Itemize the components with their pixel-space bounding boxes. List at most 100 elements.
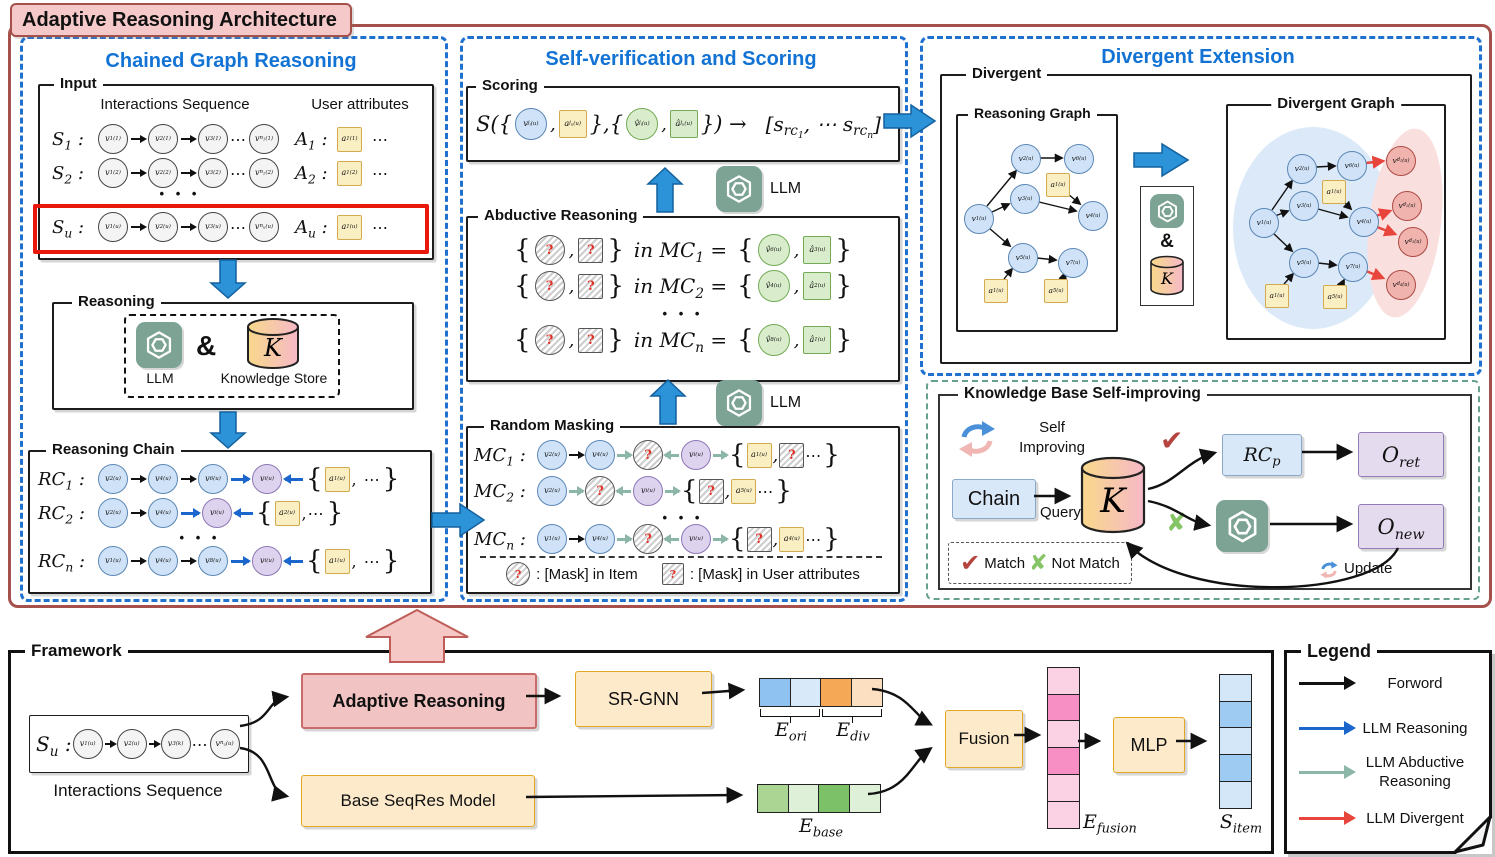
brace-close: } <box>607 235 624 265</box>
formula-mid: },{ <box>589 112 624 136</box>
base-seqres-box: Base SeqRes Model <box>301 775 535 827</box>
brace-open: { <box>729 524 746 554</box>
ellipsis: ⋯ <box>230 217 247 237</box>
formula-prefix: S({ <box>476 112 512 136</box>
reasoning-chain-label: Reasoning Chain <box>46 441 181 458</box>
brace-close: } <box>607 325 624 355</box>
brace-open: { <box>306 546 323 576</box>
abductive-arrow <box>617 449 633 460</box>
attr-set-label: Au : <box>295 216 328 240</box>
brace-open: { <box>514 235 531 265</box>
framework-label: Framework <box>25 641 128 661</box>
match-check-icon: ✔ <box>960 549 981 577</box>
brace-open: { <box>306 464 323 494</box>
reasoning-graph-edges <box>986 153 1082 283</box>
forward-arrow <box>148 739 161 748</box>
brace-open: { <box>514 325 531 355</box>
kb-title: Knowledge Base Self-improving <box>958 385 1207 403</box>
llm-reasoning-arrow-left <box>283 555 303 566</box>
highlight-current-user-row <box>33 204 429 254</box>
ampersand: & <box>1160 231 1174 252</box>
comma: , <box>568 275 575 297</box>
architecture-title-tab: Adaptive Reasoning Architecture <box>10 3 352 37</box>
srgnn-box: SR-GNN <box>575 671 712 727</box>
vertical-dots: • • • <box>662 306 704 321</box>
brace-open: { <box>256 498 273 528</box>
masked-attr-icon: ? <box>661 563 684 585</box>
brace-open: { <box>737 271 754 301</box>
onew-box: Onew <box>1358 504 1444 549</box>
row-label: MCn : <box>474 528 526 552</box>
update-label: Update <box>1344 560 1393 577</box>
llm-icon <box>1216 500 1268 552</box>
ellipsis: ⋯ <box>757 481 775 501</box>
self-improving-icon <box>959 421 995 457</box>
ellipsis: ⋯ <box>805 445 823 465</box>
brace-open: { <box>681 476 698 506</box>
masked-item-icon: ? <box>534 271 565 301</box>
legend-item-forward: Forword <box>1299 671 1477 695</box>
abductive-arrow <box>1299 765 1356 779</box>
comma: , <box>724 480 731 502</box>
abductive-arrow <box>665 485 681 496</box>
abductive-arrow-left <box>663 449 679 460</box>
llm-icon <box>1150 194 1184 228</box>
legend-box: Legend Forword LLM Reasoning LLM Abducti… <box>1284 641 1492 854</box>
panel-self-verification <box>460 36 908 602</box>
forward-arrow <box>131 508 147 517</box>
vertical-dots: • • • <box>662 510 704 525</box>
masked-attr-icon: ? <box>578 273 604 299</box>
abductive-arrow <box>569 485 585 496</box>
comma: , <box>793 275 800 297</box>
abductive-arrow <box>713 449 729 460</box>
score-vector: [src1, ⋯ srcn] <box>765 111 881 142</box>
vertical-dots: • • • <box>179 530 221 545</box>
llm-icon <box>716 166 762 212</box>
match-check-icon: ✔ <box>1160 424 1184 457</box>
in-mc-label: in MC2 = <box>633 274 728 302</box>
abductive-label: Abductive Reasoning <box>478 207 644 224</box>
formula-suffix: }) → <box>700 112 747 136</box>
brace-close: } <box>835 271 852 301</box>
s-item-label: Sitem <box>1219 811 1263 837</box>
ellipsis: , ⋯ <box>351 469 381 489</box>
llm-reasoning-arrow <box>1299 721 1356 735</box>
e-fusion-label: Efusion <box>1083 811 1137 837</box>
embedding-cell <box>1047 720 1080 749</box>
knowledge-store-k: K <box>1099 481 1128 521</box>
oret-box: Oret <box>1358 432 1444 477</box>
